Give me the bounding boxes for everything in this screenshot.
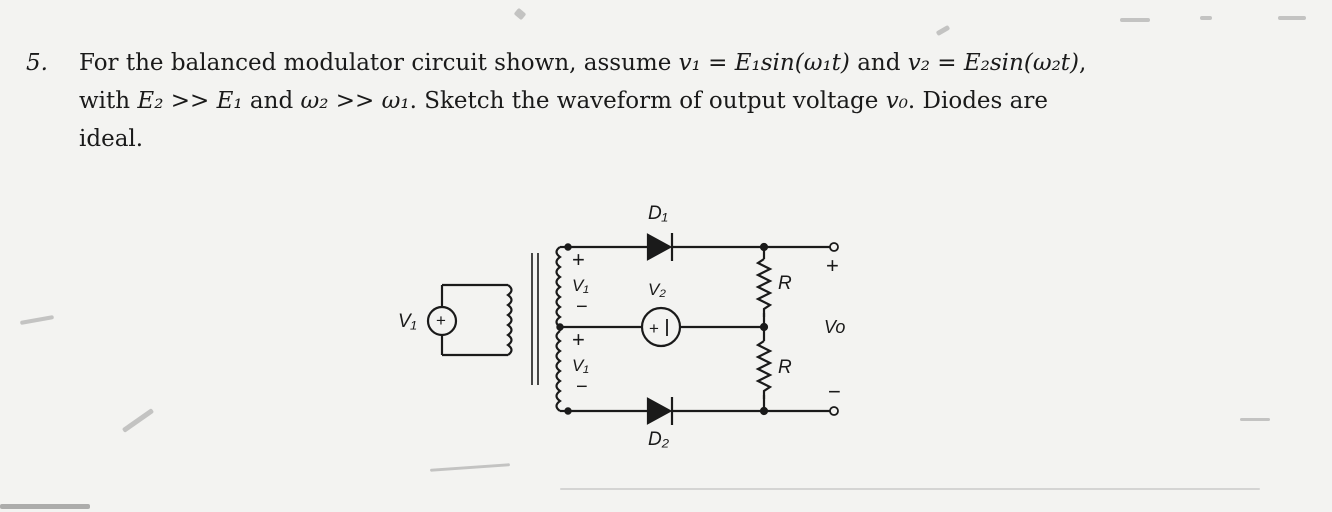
problem-number: 5. [26,50,48,76]
out-plus: + [826,253,839,278]
out-label: Vo [824,317,845,337]
circuit-wires [558,245,830,413]
problem-line-1: 5.For the balanced modulator circuit sho… [26,44,1306,82]
v2-sign: + [649,319,659,338]
scan-smudge [429,463,511,472]
scan-smudge [1278,16,1306,20]
scan-smudge [513,7,527,21]
sec-bot-minus: − [576,376,588,398]
v2-label: V₂ [648,280,666,299]
scan-smudge [1240,418,1270,421]
out-minus: − [828,379,841,404]
junction-dot [564,243,572,251]
primary-winding [506,284,513,356]
sec-top-label: V₁ [572,276,589,295]
r-bottom-label: R [778,357,792,378]
sec-top-plus: + [572,247,585,272]
balanced-modulator-circuit: + V₁ + V₁ − + V₁ − D₁ D₂ [398,203,845,450]
secondary-winding-bottom [555,330,562,412]
d1-label: D₁ [648,203,668,224]
source-label: V₁ [398,311,417,332]
input-voltage-source [426,283,508,357]
secondary-winding-top [555,246,562,328]
problem-statement: 5.For the balanced modulator circuit sho… [26,44,1306,158]
sec-top-minus: − [576,296,588,318]
r-top-label: R [778,273,792,294]
sec-bot-plus: + [572,327,585,352]
source-sign: + [436,311,446,330]
scan-smudge [560,488,1260,490]
problem-line-3: ideal. [79,126,144,152]
scan-smudge [935,24,951,37]
junction-dot [759,406,769,416]
scan-smudge [121,408,155,433]
resistor-bottom [755,340,773,399]
diode-d2 [646,397,674,425]
sec-bot-label: V₁ [572,356,589,375]
scan-smudge [19,315,55,325]
scan-smudge [1120,18,1150,22]
problem-line-2: with E₂ >> E₁ and ω₂ >> ω₁. Sketch the w… [79,88,1048,114]
carrier-voltage-source [640,306,682,348]
junction-dot [759,242,769,252]
scan-smudge [1200,16,1212,20]
d2-label: D₂ [648,429,670,450]
junction-dot [556,323,564,331]
resistor-top [755,258,773,317]
scan-smudge [0,504,90,509]
junction-dot [759,322,769,332]
output-terminal-bottom [829,406,839,416]
diode-d1 [646,233,674,261]
junction-dot [564,407,572,415]
output-terminal-top [829,242,839,252]
